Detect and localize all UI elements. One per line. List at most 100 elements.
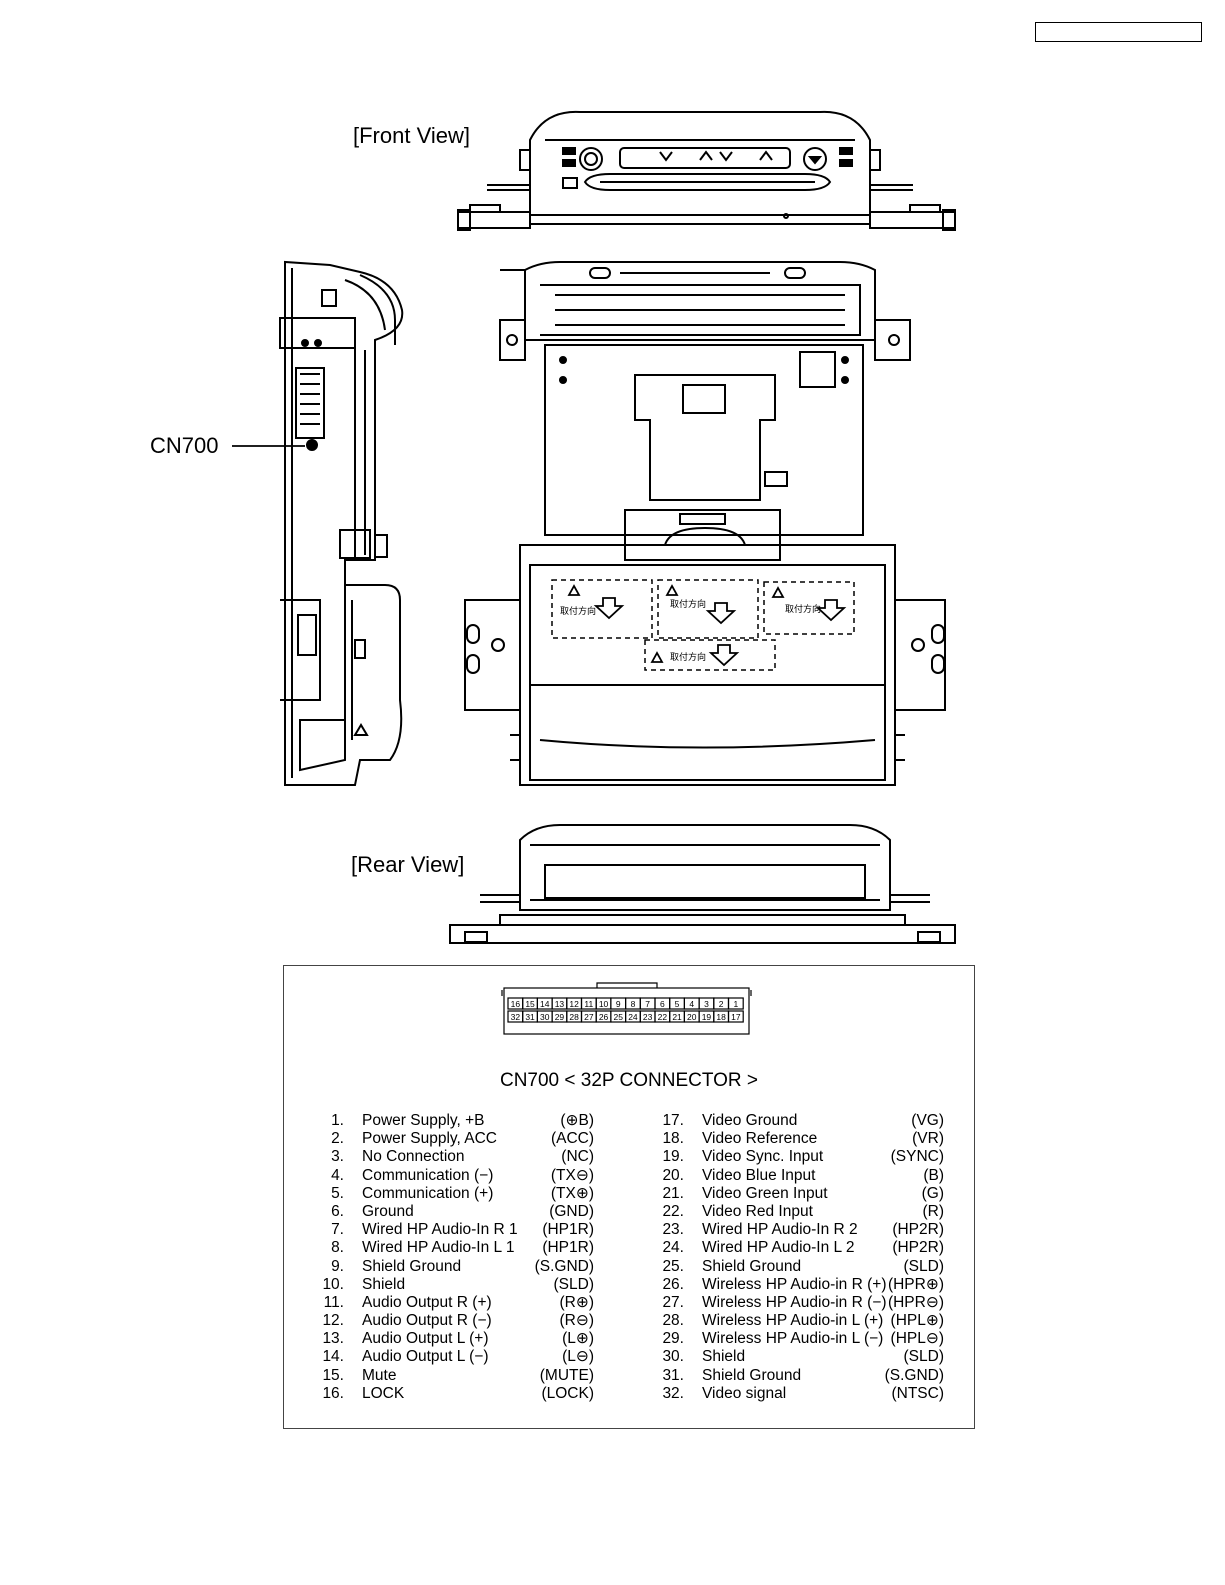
pin-row: 11. Audio Output R (+) (R⊕) (284, 1294, 594, 1312)
pin-code: (HP1R) (542, 1221, 594, 1239)
pin-code: (HP2R) (892, 1221, 944, 1239)
pin-list-right: 17. Video Ground (VG)18.Video Reference(VR… (624, 1112, 944, 1403)
pin-code: (HP1R) (542, 1239, 594, 1257)
pin-row: 13.Audio Output L (+)(L⊕) (284, 1330, 594, 1348)
pin-row: 8.Wired HP Audio-In L 1(HP1R) (284, 1239, 594, 1257)
pin-description: Video Sync. Input (702, 1148, 824, 1166)
pin-row: 16.LOCK(LOCK) (284, 1385, 594, 1403)
pin-code: (⊕B) (560, 1112, 594, 1129)
warning-label-text: 取付方向 (560, 605, 596, 617)
pin-number: 15. (322, 1366, 344, 1384)
header-box (1035, 22, 1202, 42)
pin-row: 25.Shield Ground(SLD) (624, 1258, 944, 1276)
connector-pin-number: 27 (584, 1012, 594, 1022)
side-view-drawing (279, 260, 404, 786)
pin-code: (SLD) (553, 1275, 594, 1293)
pin-number: 32. (662, 1384, 684, 1402)
connector-pin-number: 26 (599, 1012, 609, 1022)
pin-code: (SLD) (903, 1257, 944, 1275)
connector-pin-number: 7 (645, 999, 650, 1009)
connector-pin-number: 18 (716, 1012, 726, 1022)
connector-pin-number: 19 (702, 1012, 712, 1022)
pin-number: 31. (662, 1366, 684, 1384)
connector-pin-number: 16 (511, 999, 521, 1009)
pin-number: 1. (331, 1112, 344, 1129)
pin-description: Mute (362, 1366, 397, 1384)
pin-number: 17. (662, 1112, 684, 1129)
pin-code: (GND) (549, 1202, 594, 1220)
connector-pin-number: 32 (511, 1012, 521, 1022)
pin-row: 20.Video Blue Input(B) (624, 1167, 944, 1185)
connector-pin-number: 31 (525, 1012, 535, 1022)
pin-number: 12. (322, 1312, 344, 1330)
pin-description: Communication (−) (362, 1166, 494, 1184)
connector-pin-number: 11 (584, 999, 593, 1009)
pin-description: Shield Ground (702, 1366, 802, 1384)
connector-pin-cell (727, 1010, 744, 1023)
connector-pin-number: 10 (599, 999, 609, 1009)
connector-pin-number: 21 (672, 1012, 682, 1022)
connector-pin-number: 24 (628, 1012, 638, 1022)
pin-number: 19. (662, 1148, 684, 1166)
pin-row: 31. Shield Ground (S.GND) (624, 1367, 944, 1385)
pin-description: Wired HP Audio-In R 2 (702, 1221, 858, 1239)
front-view-drawing (457, 110, 956, 231)
pin-number: 28. (662, 1312, 684, 1330)
pin-description: Power Supply, +B (362, 1112, 485, 1129)
pin-list-left: 1.Power Supply, +B(⊕B)2.Power Supply, AC… (284, 1112, 594, 1403)
pin-code: (MUTE) (539, 1366, 594, 1384)
pin-number: 6. (331, 1202, 344, 1220)
pin-number: 24. (662, 1239, 684, 1257)
pin-description: Video signal (702, 1384, 787, 1402)
pin-row: 19.Video Sync. Input(SYNC) (624, 1148, 944, 1166)
connector-pin-number: 22 (658, 1012, 668, 1022)
pin-code: (S.GND) (884, 1366, 944, 1384)
pin-description: Shield Ground (702, 1257, 802, 1275)
pin-description: Video Green Input (702, 1184, 828, 1202)
pin-code: (S.GND) (534, 1257, 594, 1275)
pin-description: Communication (+) (362, 1184, 494, 1202)
pin-code: (SLD) (903, 1348, 944, 1366)
warning-label-text: 取付方向 (670, 651, 706, 663)
pin-description: Audio Output L (−) (362, 1348, 489, 1366)
pin-number: 21. (662, 1184, 684, 1202)
pin-code: (VR) (912, 1130, 944, 1148)
connector-pin-number: 23 (643, 1012, 653, 1022)
pin-number: 11. (323, 1293, 344, 1311)
pin-code: (TX⊕) (550, 1184, 594, 1202)
pin-code: (VG) (911, 1112, 944, 1129)
pin-number: 22. (662, 1202, 684, 1220)
pin-code: (NC) (561, 1148, 594, 1166)
pin-code: (TX⊖) (550, 1166, 594, 1184)
warning-label-text: 取付方向 (670, 598, 706, 610)
pin-code: (R⊕) (559, 1293, 594, 1311)
pin-description: Video Ground (702, 1112, 798, 1129)
pin-code: (B) (923, 1166, 944, 1184)
pin-number: 27. (662, 1293, 684, 1311)
pin-row: 10.Shield(SLD) (284, 1276, 594, 1294)
pin-number: 23. (662, 1221, 684, 1239)
pin-row: 14.Audio Output L (−)(L⊖) (284, 1348, 594, 1366)
pin-number: 18. (662, 1130, 684, 1148)
pin-number: 14. (322, 1348, 344, 1366)
pin-number: 30. (662, 1348, 684, 1366)
pin-description: Wireless HP Audio-in R (+) (702, 1275, 887, 1293)
pin-description: Audio Output L (+) (362, 1330, 489, 1348)
pin-row: 4.Communication (−)(TX⊖) (284, 1167, 594, 1185)
pin-row: 9.Shield Ground(S.GND) (284, 1258, 594, 1276)
pin-number: 5. (331, 1184, 344, 1202)
pin-description: Video Blue Input (702, 1166, 816, 1184)
pin-row: 6. Ground (GND) (284, 1203, 594, 1221)
pin-row: 12.Audio Output R (−)(R⊖) (284, 1312, 594, 1330)
pin-description: Video Red Input (702, 1202, 813, 1220)
pin-description: Wired HP Audio-In L 2 (702, 1239, 855, 1257)
pin-description: Audio Output R (+) (362, 1293, 492, 1311)
pin-description: Wireless HP Audio-in L (+) (702, 1312, 884, 1330)
pin-row: 29.Wireless HP Audio-in L (−)(HPL⊖) (624, 1330, 944, 1348)
pin-number: 16. (322, 1384, 344, 1402)
bottom-view-drawing (464, 261, 946, 786)
connector-pin-number: 9 (616, 999, 621, 1009)
pin-number: 2. (331, 1130, 344, 1148)
pin-row: 18.Video Reference(VR) (624, 1130, 944, 1148)
pin-description: Ground (362, 1202, 414, 1220)
